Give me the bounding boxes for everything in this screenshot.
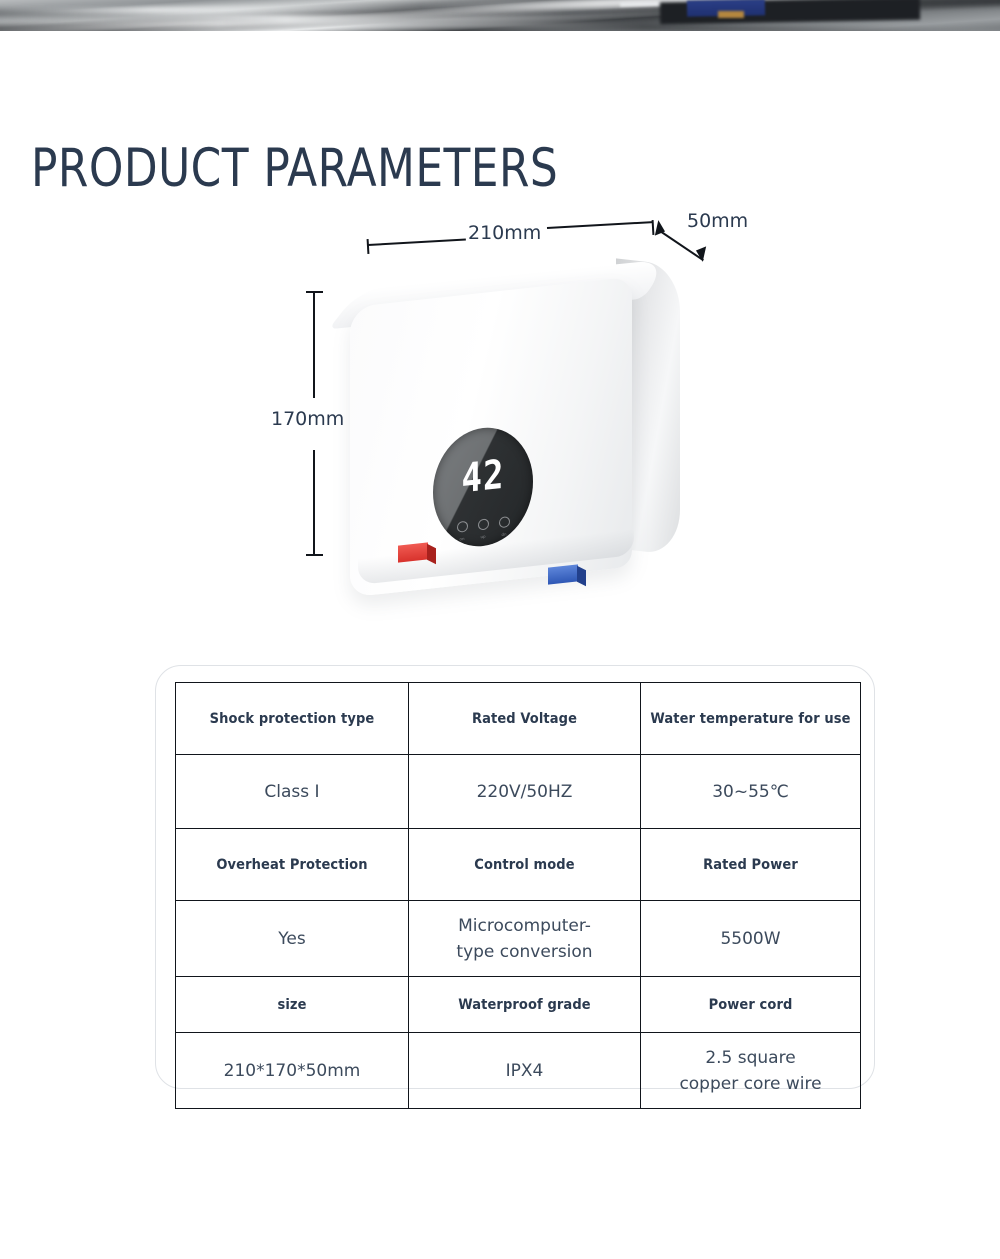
width-dimension-line xyxy=(367,238,466,246)
height-dimension-line xyxy=(313,450,315,556)
spec-value-cell: IPX4 xyxy=(408,1032,641,1109)
spec-header-cell: Waterproof grade xyxy=(408,976,641,1033)
spec-value-cell: 30~55℃ xyxy=(640,754,861,829)
spec-value-cell: 210*170*50mm xyxy=(175,1032,409,1109)
spec-value-cell: Class I xyxy=(175,754,409,829)
spec-header-cell: Rated Power xyxy=(640,828,861,901)
height-dimension-label: 170mm xyxy=(271,408,345,430)
top-photo-band xyxy=(0,0,1000,31)
page-title: PRODUCT PARAMETERS xyxy=(31,138,559,199)
spec-value-cell: Yes xyxy=(175,900,409,977)
temp-up-button-icon[interactable] xyxy=(477,518,489,531)
spec-header-cell: Power cord xyxy=(640,976,861,1033)
spec-value-cell: 5500W xyxy=(640,900,861,977)
photo-amber-object xyxy=(718,11,744,18)
power-button-icon[interactable] xyxy=(456,520,468,533)
width-dimension-line xyxy=(546,221,653,229)
temp-down-button-icon[interactable] xyxy=(498,516,510,529)
depth-arrow-icon xyxy=(695,246,712,263)
depth-dimension-label: 50mm xyxy=(687,210,749,232)
product-illustration: 210mm 50mm 170mm 42 on up dn xyxy=(250,200,780,620)
outlet-cap xyxy=(548,564,578,585)
spec-header-cell: Overheat Protection xyxy=(175,828,409,901)
spec-header-cell: Water temperature for use xyxy=(640,682,861,755)
height-dimension-cap xyxy=(306,291,323,293)
water-heater-body: 42 on up dn xyxy=(328,252,680,602)
width-dimension-label: 210mm xyxy=(468,222,542,244)
spec-header-cell: Rated Voltage xyxy=(408,682,641,755)
outlet-side xyxy=(577,565,586,587)
spec-header-cell: size xyxy=(175,976,409,1033)
height-dimension-line xyxy=(313,292,315,398)
temperature-readout: 42 xyxy=(461,451,505,503)
inlet-cap xyxy=(398,542,428,563)
control-label: on xyxy=(459,536,465,542)
spec-header-cell: Control mode xyxy=(408,828,641,901)
spec-header-cell: Shock protection type xyxy=(175,682,409,755)
control-label: up xyxy=(480,533,486,540)
spec-value-cell: 220V/50HZ xyxy=(408,754,641,829)
height-dimension-cap xyxy=(306,554,323,556)
spec-value-cell: Microcomputer-type conversion xyxy=(408,900,641,977)
